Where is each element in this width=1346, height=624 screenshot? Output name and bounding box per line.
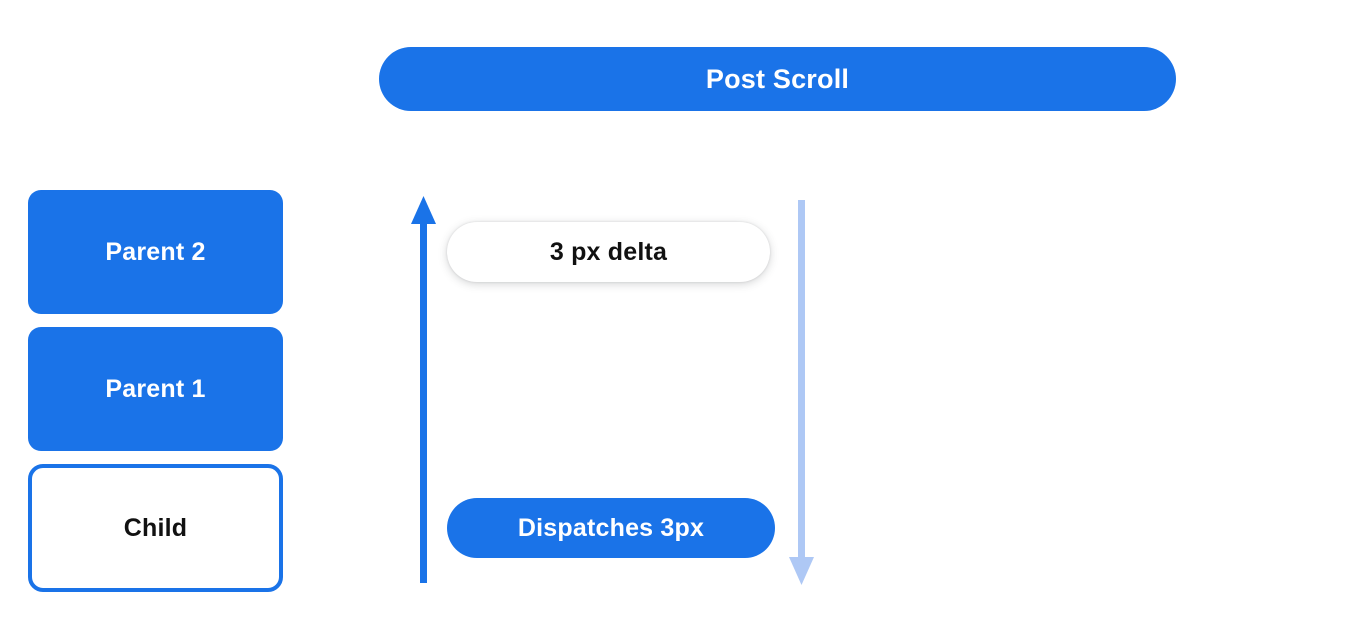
node-parent-1-label: Parent 1 [105, 374, 206, 403]
post-scroll-header: Post Scroll [379, 47, 1176, 111]
node-parent-2-label: Parent 2 [105, 237, 206, 266]
scroll-consume-down-arrow [789, 200, 814, 585]
delta-pill-label: 3 px delta [549, 237, 668, 266]
node-child: Child [28, 464, 283, 592]
node-parent-2: Parent 2 [28, 190, 283, 314]
node-child-label: Child [123, 513, 188, 542]
post-scroll-header-label: Post Scroll [705, 63, 850, 94]
dispatch-pill-label: Dispatches 3px [517, 513, 705, 542]
node-parent-1: Parent 1 [28, 327, 283, 451]
delta-pill: 3 px delta [447, 222, 770, 282]
scroll-bubble-up-arrow [411, 196, 436, 583]
dispatch-pill: Dispatches 3px [447, 498, 775, 558]
